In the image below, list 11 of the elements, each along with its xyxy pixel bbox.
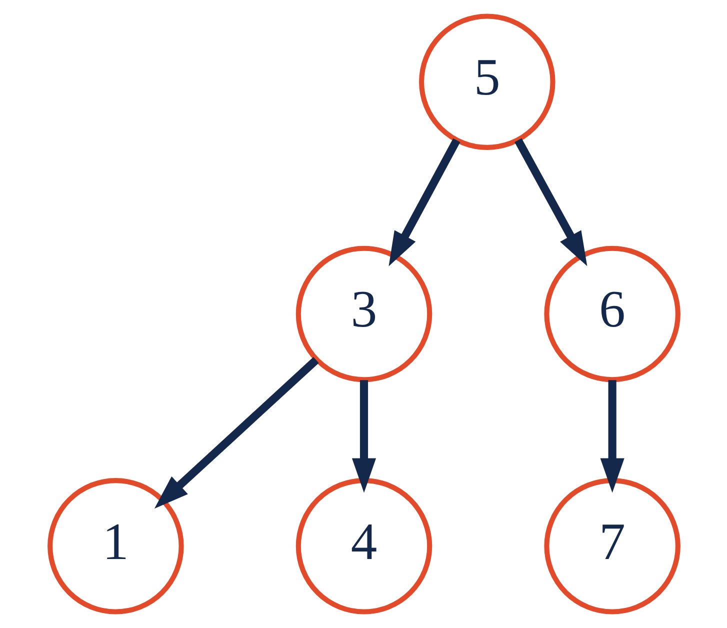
arrow [388,138,460,266]
arrow [514,138,587,266]
arrow [154,357,318,509]
node-circle: 4 [295,478,432,614]
node-circle: 3 [295,246,432,382]
node-circle: 6 [544,246,680,382]
arrow [351,380,376,493]
arrow [600,380,624,493]
node-circle: 7 [544,478,680,614]
node-circle: 1 [47,478,184,614]
node-circle: 5 [418,14,555,150]
